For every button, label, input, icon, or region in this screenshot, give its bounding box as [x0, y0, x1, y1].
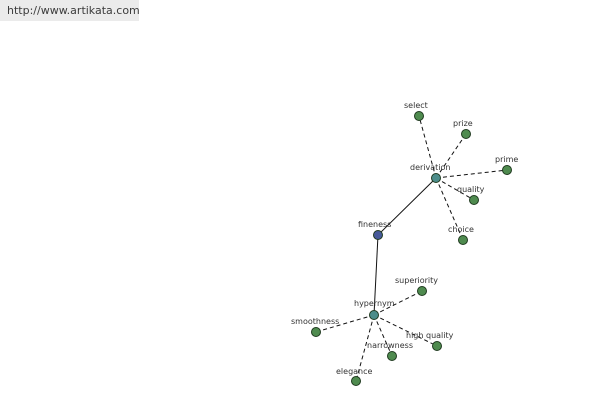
label-hypernym[interactable]: hypernym	[354, 299, 395, 308]
node-smoothness[interactable]	[311, 327, 321, 337]
node-prize[interactable]	[461, 129, 471, 139]
source-url[interactable]: http://www.artikata.com	[0, 0, 140, 21]
node-high-quality[interactable]	[432, 341, 442, 351]
edge-hypernym-smoothness	[315, 314, 375, 333]
label-derivation[interactable]: derivation	[410, 163, 450, 172]
label-quality[interactable]: quality	[457, 185, 485, 194]
edge-derivation-choice	[435, 177, 464, 241]
graph-labels: select prize prime quality choice superiority…	[291, 101, 518, 376]
label-prime[interactable]: prime	[495, 155, 518, 164]
label-choice[interactable]: choice	[448, 225, 474, 234]
label-elegance[interactable]: elegance	[336, 367, 373, 376]
node-derivation[interactable]	[431, 173, 441, 183]
edge-fineness-hypernym	[373, 234, 379, 316]
edge-hypernym-elegance	[355, 314, 375, 382]
node-superiority[interactable]	[417, 286, 427, 296]
node-elegance[interactable]	[351, 376, 361, 386]
label-superiority[interactable]: superiority	[395, 276, 438, 285]
graph-edges	[315, 115, 508, 382]
node-fineness[interactable]	[373, 230, 383, 240]
edge-hypernym-high-quality	[373, 314, 438, 347]
edge-derivation-prime	[435, 169, 508, 179]
edge-hypernym-superiority	[373, 290, 423, 316]
label-select[interactable]: select	[404, 101, 428, 110]
edge-fineness-derivation	[377, 177, 437, 236]
node-select[interactable]	[414, 111, 424, 121]
node-prime[interactable]	[502, 165, 512, 175]
edge-hypernym-narrowness	[373, 314, 393, 357]
node-hypernym[interactable]	[369, 310, 379, 320]
edge-derivation-prize	[435, 133, 467, 179]
label-narrowness[interactable]: narrowness	[367, 341, 413, 350]
label-smoothness[interactable]: smoothness	[291, 317, 339, 326]
graph-nodes	[311, 111, 512, 386]
label-high-quality[interactable]: high quality	[406, 331, 454, 340]
label-fineness[interactable]: fineness	[358, 220, 391, 229]
node-narrowness[interactable]	[387, 351, 397, 361]
label-prize[interactable]: prize	[453, 119, 473, 128]
edge-derivation-select	[418, 115, 437, 179]
edge-derivation-quality	[435, 177, 475, 201]
node-choice[interactable]	[458, 235, 468, 245]
node-quality[interactable]	[469, 195, 479, 205]
